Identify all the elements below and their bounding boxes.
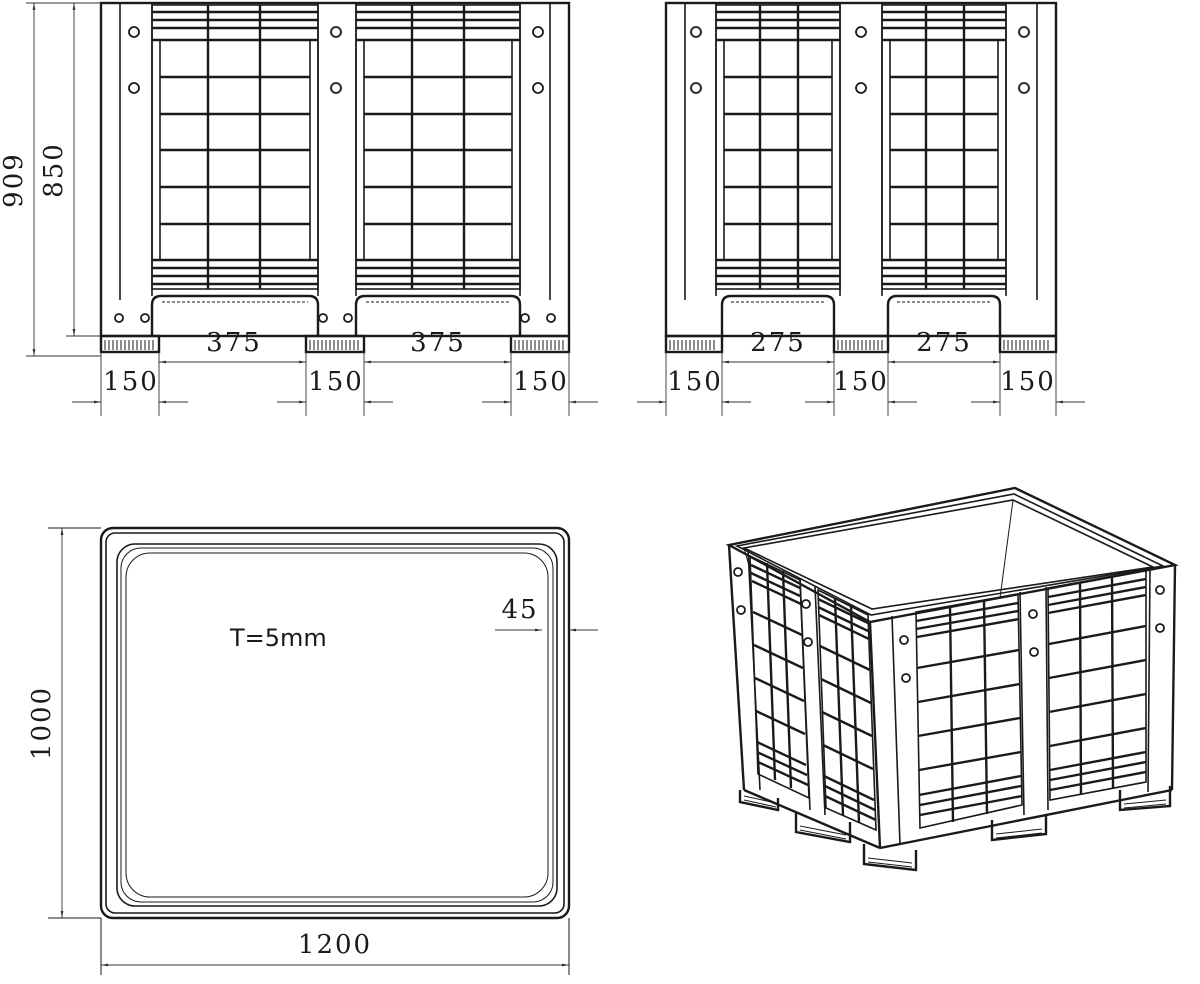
iso-feet	[738, 786, 1172, 872]
dim-opening-375-left: 375	[206, 328, 262, 358]
dim-height-909: 909	[0, 152, 29, 208]
front-left-panel	[151, 4, 319, 290]
dim-foot-150-left: 150	[103, 367, 159, 397]
thickness-note: T=5mm	[229, 624, 327, 652]
iso-right-panel-a	[915, 593, 1023, 829]
dim-depth-1000: 1000	[27, 686, 57, 760]
front-view: 909 850 375 375 150 150 150	[0, 1, 598, 416]
dim-height-850: 850	[39, 142, 69, 198]
dim-side-foot-150-left: 150	[667, 367, 723, 397]
dim-width-1200: 1200	[298, 930, 372, 960]
dim-side-opening-275-right: 275	[916, 328, 972, 358]
side-view: 275 275 150 150 150	[637, 1, 1085, 416]
front-right-panel	[355, 4, 521, 290]
side-right-panel	[881, 4, 1007, 290]
dim-side-foot-150-mid: 150	[833, 367, 889, 397]
iso-left-panel-b	[817, 588, 877, 832]
dim-foot-150-mid: 150	[308, 367, 364, 397]
side-left-panel	[715, 4, 841, 290]
dim-side-foot-150-right: 150	[1000, 367, 1056, 397]
dim-rim-45: 45	[501, 595, 538, 625]
iso-right-panel-b	[1047, 569, 1147, 801]
dim-side-opening-275-left: 275	[750, 328, 806, 358]
iso-left-panel-a	[749, 554, 810, 800]
top-view: 1200 1000 45 T=5mm	[27, 526, 598, 975]
dim-opening-375-right: 375	[410, 328, 466, 358]
dim-foot-150-right: 150	[513, 367, 569, 397]
isometric-view	[725, 486, 1179, 872]
